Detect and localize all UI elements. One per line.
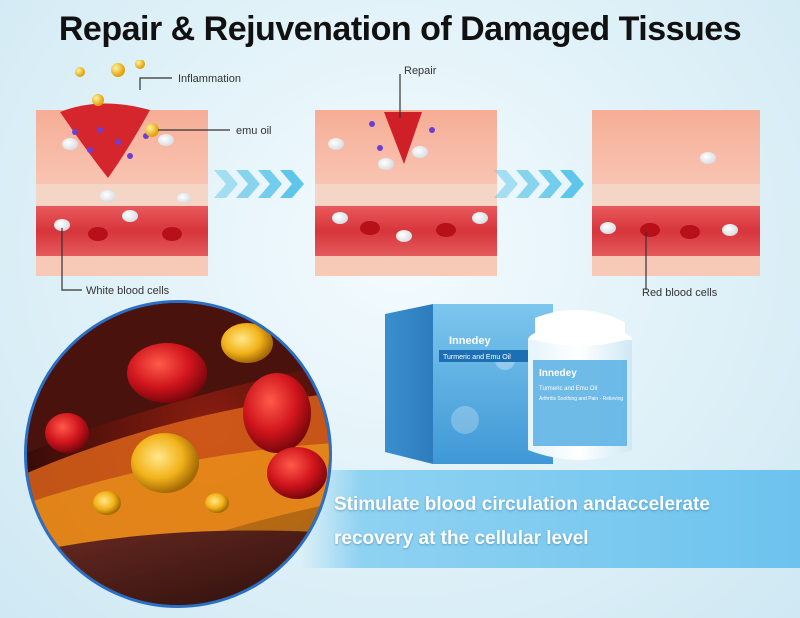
box-product-name: Turmeric and Emu Oil	[443, 354, 511, 361]
white-blood-cell	[122, 210, 138, 222]
emu-oil-drop	[111, 63, 125, 77]
emu-oil-droplet	[93, 491, 121, 515]
label-red-blood-cells: Red blood cells	[642, 287, 718, 299]
banner-line-1: Stimulate blood circulation andaccelerat…	[334, 494, 710, 515]
white-blood-cell	[62, 138, 78, 150]
blood-vessel-closeup	[24, 300, 332, 608]
white-blood-cell	[700, 152, 716, 164]
red-blood-cell	[680, 225, 700, 239]
label-inflammation: Inflammation	[178, 73, 241, 85]
vessel-illustration	[27, 303, 329, 605]
emu-oil-droplet	[221, 323, 273, 363]
label-white-blood-cells: White blood cells	[86, 285, 170, 297]
red-blood-cell	[436, 223, 456, 237]
white-blood-cell	[378, 158, 394, 170]
healing-wound	[384, 112, 422, 164]
red-blood-cell	[243, 373, 311, 453]
white-blood-cell	[328, 138, 344, 150]
white-blood-cell	[600, 222, 616, 234]
box-brand: Innedey	[449, 335, 491, 347]
highlight-banner	[300, 470, 800, 568]
white-blood-cell	[722, 224, 738, 236]
tissue-repair-diagram: Inflammation emu oil Repair White blood …	[36, 60, 760, 299]
chevron-arrows	[214, 170, 304, 198]
label-emu-oil: emu oil	[236, 125, 271, 137]
red-blood-cell	[127, 343, 207, 403]
jar-brand: Innedey	[539, 368, 577, 379]
jar-tagline: Arthritis Soothing and Pain - Relieving	[539, 396, 623, 402]
emu-oil-drop	[92, 94, 104, 106]
banner-line-2: recovery at the cellular level	[334, 528, 589, 549]
panel-repair	[315, 110, 497, 276]
emu-oil-drop	[135, 60, 145, 69]
chevron-arrows	[494, 170, 584, 198]
red-blood-cell	[162, 227, 182, 241]
product-image: Innedey Turmeric and Emu Oil Innedey Tur…	[385, 304, 632, 464]
white-blood-cell	[158, 134, 174, 146]
white-blood-cell	[472, 212, 488, 224]
red-blood-cell	[267, 447, 327, 499]
emu-oil-drop	[75, 67, 85, 77]
page-title: Repair & Rejuvenation of Damaged Tissues	[58, 10, 742, 48]
product-box: Innedey Turmeric and Emu Oil	[385, 304, 553, 464]
emu-oil-droplet	[205, 493, 229, 513]
white-blood-cell	[396, 230, 412, 242]
white-blood-cell	[412, 146, 428, 158]
white-blood-cell	[177, 193, 191, 203]
white-blood-cell	[54, 219, 70, 231]
label-repair: Repair	[404, 65, 437, 77]
red-blood-cell	[640, 223, 660, 237]
jar-product-name: Turmeric and Emu Oil	[539, 386, 597, 392]
emu-oil-droplet	[131, 433, 199, 493]
red-blood-cell	[88, 227, 108, 241]
white-blood-cell	[100, 190, 116, 202]
red-blood-cell	[45, 413, 89, 453]
product-jar: Innedey Turmeric and Emu Oil Arthritis S…	[528, 309, 632, 460]
panel-healed	[592, 110, 760, 276]
white-blood-cell	[332, 212, 348, 224]
banner-text: Stimulate blood circulation andaccelerat…	[334, 488, 794, 556]
wound-shape	[60, 103, 150, 178]
red-blood-cell	[360, 221, 380, 235]
panel-inflammation	[36, 60, 208, 276]
emu-oil-drop	[145, 123, 159, 137]
